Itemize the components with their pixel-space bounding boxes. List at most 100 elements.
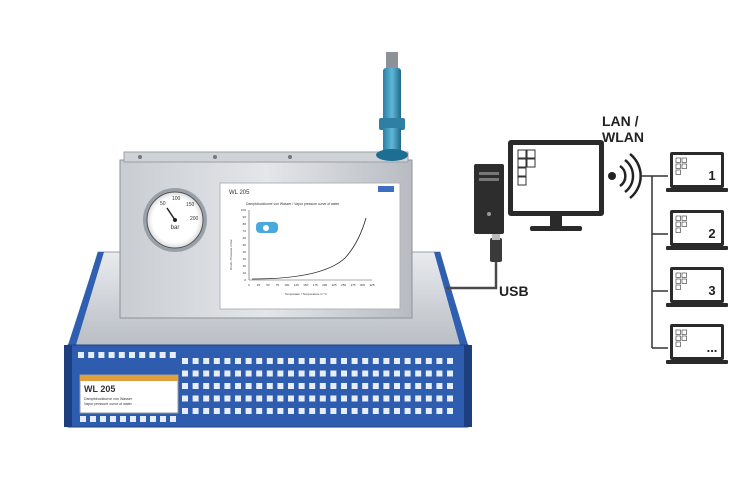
vent-slot (118, 352, 125, 358)
vent-slot (447, 358, 453, 364)
panel-brand-logo (378, 186, 394, 192)
gauge-tick-100: 100 (172, 196, 181, 202)
vent-slot (130, 416, 136, 422)
panel-xtick: 325 (369, 283, 374, 287)
vent-slot (404, 358, 411, 364)
usb-cable (446, 232, 502, 290)
vent-slot (90, 416, 96, 422)
vent-slot (447, 408, 453, 414)
vent-slot (245, 383, 252, 389)
vent-slot (288, 395, 294, 402)
vent-slot (203, 358, 210, 364)
vent-slot (266, 408, 273, 414)
vent-slot (266, 395, 273, 402)
vent-slot (372, 358, 379, 364)
vent-slot (341, 408, 347, 414)
vent-slot (80, 416, 86, 422)
client-number-label: 3 (708, 283, 715, 298)
vent-slot (277, 358, 284, 364)
vent-slot (203, 383, 210, 389)
pc-tower-icon (474, 164, 504, 234)
vent-slot (425, 358, 432, 364)
vent-slot (436, 383, 443, 389)
vent-slot (256, 370, 263, 377)
panel-chart-ylabel: Druck / Pressure in bar (229, 239, 233, 270)
vent-slot (159, 352, 166, 358)
panel-ytick: 40 (243, 250, 247, 254)
base-right-rail (434, 252, 468, 345)
client-number-label: 1 (708, 168, 715, 183)
panel-model: WL 205 (229, 190, 250, 196)
vent-slot (224, 358, 231, 364)
wifi-signal-icon (608, 153, 642, 199)
vent-slot (372, 370, 379, 377)
vent-slot (425, 370, 432, 377)
panel-xtick: 50 (266, 283, 270, 287)
client-laptop-icon: 3 (666, 267, 728, 307)
vent-slot (341, 370, 347, 377)
vent-slot (120, 416, 126, 422)
base-left-rail (68, 252, 104, 345)
vent-slot (447, 395, 453, 402)
vent-slot (341, 358, 347, 364)
panel-ytick: 10 (243, 271, 247, 275)
vent-slot (404, 370, 411, 377)
vent-slot (256, 358, 263, 364)
vent-slot (362, 395, 369, 402)
panel-ytick: 70 (243, 229, 247, 233)
lan-label-line1: LAN / (602, 113, 639, 129)
vent-slot (394, 408, 400, 414)
vent-slot (298, 408, 305, 414)
vent-slot (266, 370, 273, 377)
vent-slot (277, 408, 284, 414)
vent-slot (351, 395, 358, 402)
vent-slot (415, 358, 422, 364)
vent-slot (404, 395, 411, 402)
panel-xtick: 300 (360, 283, 365, 287)
vent-slot (298, 395, 305, 402)
panel-ytick: 60 (243, 236, 247, 240)
vent-slot (88, 352, 95, 358)
vent-slot (170, 416, 176, 422)
panel-ytick: 30 (243, 257, 247, 261)
vent-slot (351, 383, 358, 389)
vent-slot (330, 408, 337, 414)
vent-slot (235, 408, 241, 414)
vent-slot (362, 408, 369, 414)
vent-slot (108, 352, 115, 358)
vent-slot (372, 408, 379, 414)
vent-slot (100, 416, 106, 422)
gauge-tick-150: 150 (186, 202, 195, 208)
panel-chart-title: Dampfdruckkurve von Wasser / Vapor press… (246, 202, 340, 206)
vent-slot (330, 358, 337, 364)
vent-slot (288, 358, 294, 364)
vent-slot (203, 370, 210, 377)
vent-slot (341, 395, 347, 402)
vent-slot (277, 370, 284, 377)
panel-xtick: 100 (284, 283, 289, 287)
panel-xtick: 200 (322, 283, 327, 287)
vent-slot (224, 395, 231, 402)
client-laptop-icon: 1 (666, 152, 728, 192)
vent-slot (78, 352, 84, 358)
lan-label-line2: WLAN (602, 129, 644, 145)
client-number-label: 2 (708, 226, 715, 241)
vent-slot (213, 408, 220, 414)
vent-slot (383, 395, 390, 402)
vent-slot (341, 383, 347, 389)
vent-slot (213, 383, 220, 389)
vent-slot (235, 383, 241, 389)
vent-slot (169, 352, 176, 358)
panel-xtick: 150 (303, 283, 308, 287)
vent-slot (383, 408, 390, 414)
vent-slot (182, 408, 188, 414)
vent-slot (415, 395, 422, 402)
vent-slot (309, 370, 316, 377)
vent-slot (245, 395, 252, 402)
vent-slot (394, 395, 400, 402)
gauge-unit: bar (171, 225, 180, 231)
client-laptop-icon: ... (666, 324, 728, 364)
vent-slot (213, 395, 220, 402)
vent-slot (394, 358, 400, 364)
